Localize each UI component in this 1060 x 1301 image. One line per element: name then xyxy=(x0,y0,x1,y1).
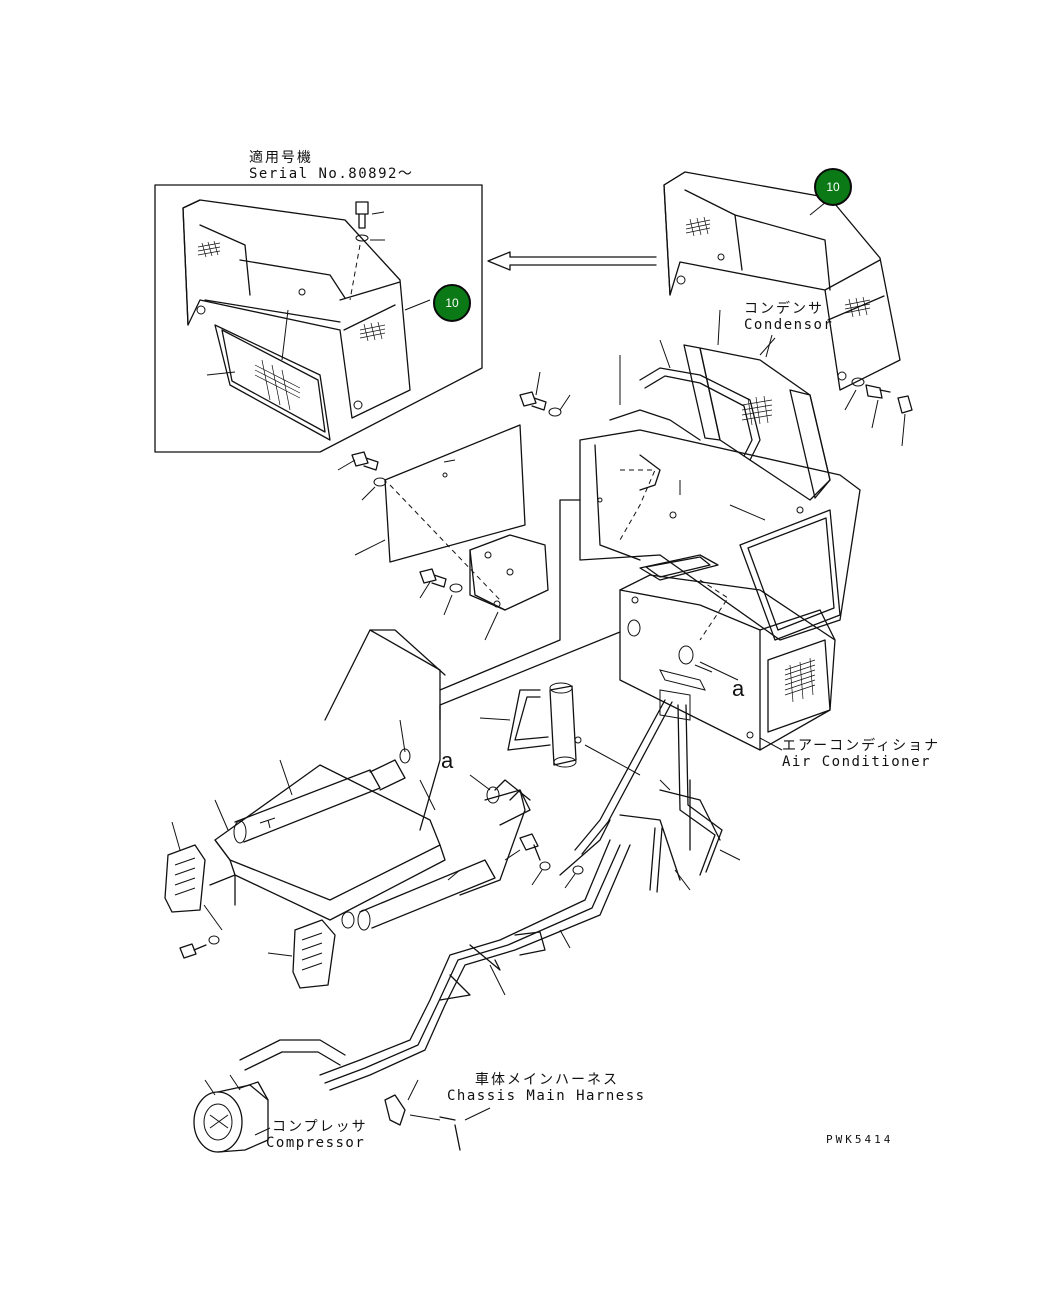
inset-frame xyxy=(154,184,483,453)
condensor-label-en: Condensor xyxy=(744,317,834,333)
receiver-drier xyxy=(439,631,641,776)
hose-bundle xyxy=(239,839,631,1091)
callout-part-10-main[interactable]: 10 xyxy=(814,168,852,206)
air-conditioner-label-jp: エアーコンディショナ xyxy=(782,738,941,754)
condensor-label-jp: コンデンサ xyxy=(744,301,824,317)
condensor-label: コンデンサ Condensor xyxy=(744,301,833,333)
side-panel xyxy=(337,371,571,641)
serial-note-jp: 適用号機 xyxy=(249,150,313,166)
chassis-harness-label-en: Chassis Main Harness xyxy=(447,1088,646,1104)
label-leaders xyxy=(699,334,783,751)
condensor-unit xyxy=(609,309,913,501)
air-conditioner-unit xyxy=(619,554,836,751)
compressor-label-jp: コンプレッサ xyxy=(272,1119,368,1135)
inset-cover-assembly xyxy=(182,199,431,441)
serial-note: 適用号機 Serial No.80892～ xyxy=(249,150,413,182)
drawing-code: PWK5414 xyxy=(826,1133,894,1146)
compressor-label-en: Compressor xyxy=(266,1135,366,1151)
vent-left xyxy=(164,821,223,959)
chassis-harness-label-jp: 車体メインハーネス xyxy=(475,1072,619,1088)
refrigerant-tubes xyxy=(559,699,741,893)
chassis-harness xyxy=(384,1079,491,1151)
chassis-harness-label: 車体メインハーネス Chassis Main Harness xyxy=(447,1072,646,1104)
air-conditioner-label-en: Air Conditioner xyxy=(782,754,931,770)
serial-note-en: Serial No.80892～ xyxy=(249,166,414,182)
callout-part-10-inset[interactable]: 10 xyxy=(433,284,471,322)
reference-a-unit: a xyxy=(732,676,745,701)
compressor-label: コンプレッサ Compressor xyxy=(266,1119,368,1151)
seat-box xyxy=(209,629,531,931)
air-conditioner-label: エアーコンディショナ Air Conditioner xyxy=(782,738,940,770)
inset-mesh-right xyxy=(359,321,386,342)
transfer-arrow xyxy=(487,251,657,271)
main-cover-assembly xyxy=(663,171,901,391)
inset-mesh-left xyxy=(197,240,221,258)
cab-rear-panel xyxy=(439,429,861,691)
reference-a-duct: a xyxy=(441,748,454,773)
clamp-bolts xyxy=(504,833,584,889)
compressor-unit xyxy=(193,1074,271,1153)
vent-right xyxy=(267,919,336,989)
